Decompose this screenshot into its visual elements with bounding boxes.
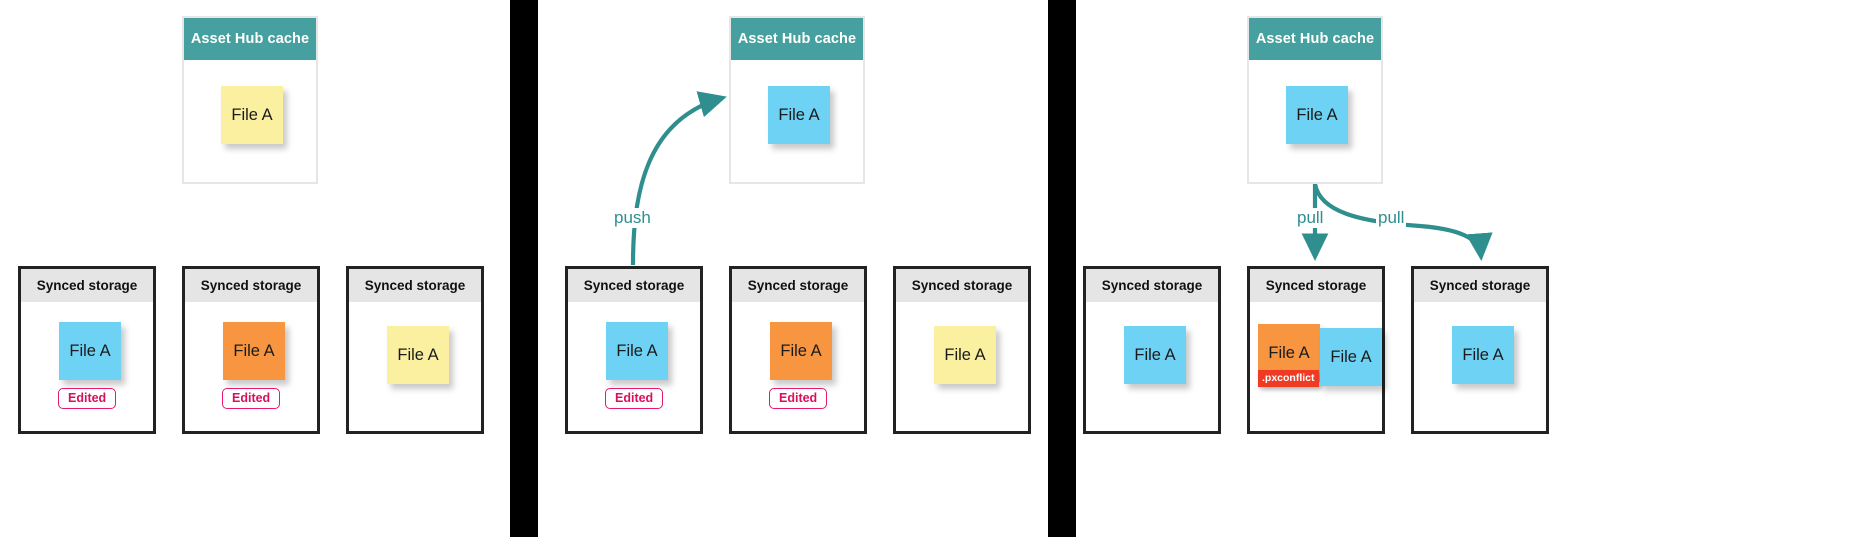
- panel-divider-2: [1048, 0, 1076, 537]
- pull-arrow-label-left: pull: [1295, 208, 1326, 228]
- synced-storage-body: File A Edited: [185, 302, 317, 432]
- file-label: File A: [233, 341, 275, 360]
- synced-storage-box: Synced storage File A Edited: [729, 266, 867, 434]
- synced-storage-body: File A .pxconflict File A: [1250, 302, 1382, 432]
- file-label: File A: [780, 341, 822, 360]
- synced-storage-body: File A: [896, 302, 1028, 432]
- file-card[interactable]: File A: [768, 86, 830, 144]
- synced-storage-body: File A: [349, 302, 481, 432]
- status-badge-conflict: .pxconflict: [1258, 370, 1319, 387]
- file-label: File A: [231, 105, 273, 124]
- synced-storage-box: Synced storage File A: [893, 266, 1031, 434]
- synced-storage-box: Synced storage File A: [1083, 266, 1221, 434]
- file-card[interactable]: File A: [934, 326, 996, 384]
- file-card[interactable]: File A: [606, 322, 668, 380]
- status-badge-edited: Edited: [769, 388, 828, 409]
- push-arrow-path: [630, 91, 727, 266]
- synced-storage-title: Synced storage: [349, 269, 481, 302]
- file-label: File A: [944, 345, 986, 364]
- synced-storage-box: Synced storage File A: [346, 266, 484, 434]
- file-card[interactable]: File A: [1452, 326, 1514, 384]
- file-label: File A: [1296, 105, 1338, 124]
- asset-hub-cache-title: Asset Hub cache: [184, 18, 316, 60]
- synced-storage-box: Synced storage File A .pxconflict File A: [1247, 266, 1385, 434]
- file-label: File A: [1268, 343, 1310, 362]
- synced-storage-body: File A Edited: [21, 302, 153, 432]
- synced-storage-body: File A: [1414, 302, 1546, 432]
- file-label: File A: [397, 345, 439, 364]
- file-card[interactable]: File A: [1320, 328, 1382, 386]
- synced-storage-box: Synced storage File A Edited: [18, 266, 156, 434]
- file-label: File A: [1134, 345, 1176, 364]
- synced-storage-box: Synced storage File A: [1411, 266, 1549, 434]
- file-card[interactable]: File A: [1286, 86, 1348, 144]
- synced-storage-box: Synced storage File A Edited: [182, 266, 320, 434]
- asset-hub-cache-box: Asset Hub cache File A: [729, 16, 865, 184]
- status-badge-edited: Edited: [222, 388, 281, 409]
- asset-hub-cache-box: Asset Hub cache File A: [1247, 16, 1383, 184]
- synced-storage-title: Synced storage: [568, 269, 700, 302]
- file-card[interactable]: File A: [387, 326, 449, 384]
- file-label: File A: [1462, 345, 1504, 364]
- synced-storage-title: Synced storage: [1250, 269, 1382, 302]
- file-card[interactable]: File A: [770, 322, 832, 380]
- synced-storage-body: File A Edited: [732, 302, 864, 432]
- file-label: File A: [1330, 347, 1372, 366]
- synced-storage-body: File A: [1086, 302, 1218, 432]
- asset-hub-cache-body: File A: [184, 60, 316, 184]
- file-label: File A: [778, 105, 820, 124]
- synced-storage-title: Synced storage: [185, 269, 317, 302]
- file-card[interactable]: File A: [221, 86, 283, 144]
- synced-storage-title: Synced storage: [1414, 269, 1546, 302]
- synced-storage-title: Synced storage: [732, 269, 864, 302]
- pull-arrow-label-right: pull: [1376, 208, 1407, 228]
- status-badge-edited: Edited: [58, 388, 117, 409]
- push-arrow-label: push: [612, 208, 653, 228]
- synced-storage-body: File A Edited: [568, 302, 700, 432]
- pull-arrow-right-path: [1312, 183, 1493, 262]
- file-card[interactable]: File A: [223, 322, 285, 380]
- synced-storage-title: Synced storage: [896, 269, 1028, 302]
- file-card[interactable]: File A: [59, 322, 121, 380]
- panel-divider-1: [510, 0, 538, 537]
- synced-storage-title: Synced storage: [21, 269, 153, 302]
- asset-hub-cache-title: Asset Hub cache: [1249, 18, 1381, 60]
- status-badge-edited: Edited: [605, 388, 664, 409]
- file-card[interactable]: File A: [1124, 326, 1186, 384]
- file-label: File A: [69, 341, 111, 360]
- synced-storage-title: Synced storage: [1086, 269, 1218, 302]
- asset-hub-cache-body: File A: [1249, 60, 1381, 184]
- asset-hub-cache-box: Asset Hub cache File A: [182, 16, 318, 184]
- asset-hub-cache-body: File A: [731, 60, 863, 184]
- asset-hub-cache-title: Asset Hub cache: [731, 18, 863, 60]
- file-label: File A: [616, 341, 658, 360]
- synced-storage-box: Synced storage File A Edited: [565, 266, 703, 434]
